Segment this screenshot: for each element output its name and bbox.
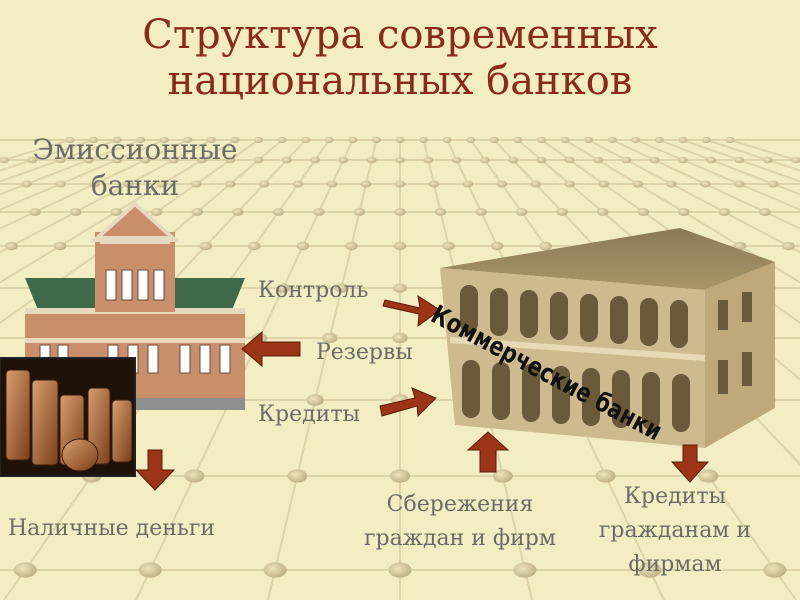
arrow-credits-down [670, 444, 710, 483]
savings-label-line-2: граждан и фирм [363, 526, 557, 551]
credits-to-citizens-label: Кредиты гражданам и фирмам [580, 480, 770, 582]
arrow-reserves [241, 330, 301, 368]
arrow-credits-mid [379, 387, 437, 418]
savings-label: Сбережения граждан и фирм [340, 488, 580, 556]
credits-out-line-1: Кредиты [623, 484, 727, 509]
credits-out-line-2: гражданам и [598, 518, 752, 543]
emission-label-line-2: банки [90, 169, 180, 202]
arrow-savings-up [466, 431, 510, 473]
emission-label-line-1: Эмиссионные [32, 133, 238, 166]
control-label: Контроль [258, 278, 369, 303]
emission-banks-label: Эмиссионные банки [20, 132, 250, 204]
arrow-cash-down [134, 449, 176, 491]
credits-out-line-3: фирмам [628, 552, 722, 577]
credits-label: Кредиты [258, 402, 361, 427]
commercial-bank-building [440, 228, 775, 448]
arrow-control [382, 294, 441, 328]
page-title: Структура современных национальных банко… [0, 12, 800, 104]
title-line-2: национальных банков [167, 58, 633, 104]
savings-label-line-1: Сбережения [386, 492, 534, 517]
coins-image [0, 357, 136, 477]
title-line-1: Структура современных [142, 12, 658, 58]
reserves-label: Резервы [316, 340, 413, 365]
cash-label: Наличные деньги [8, 516, 216, 541]
